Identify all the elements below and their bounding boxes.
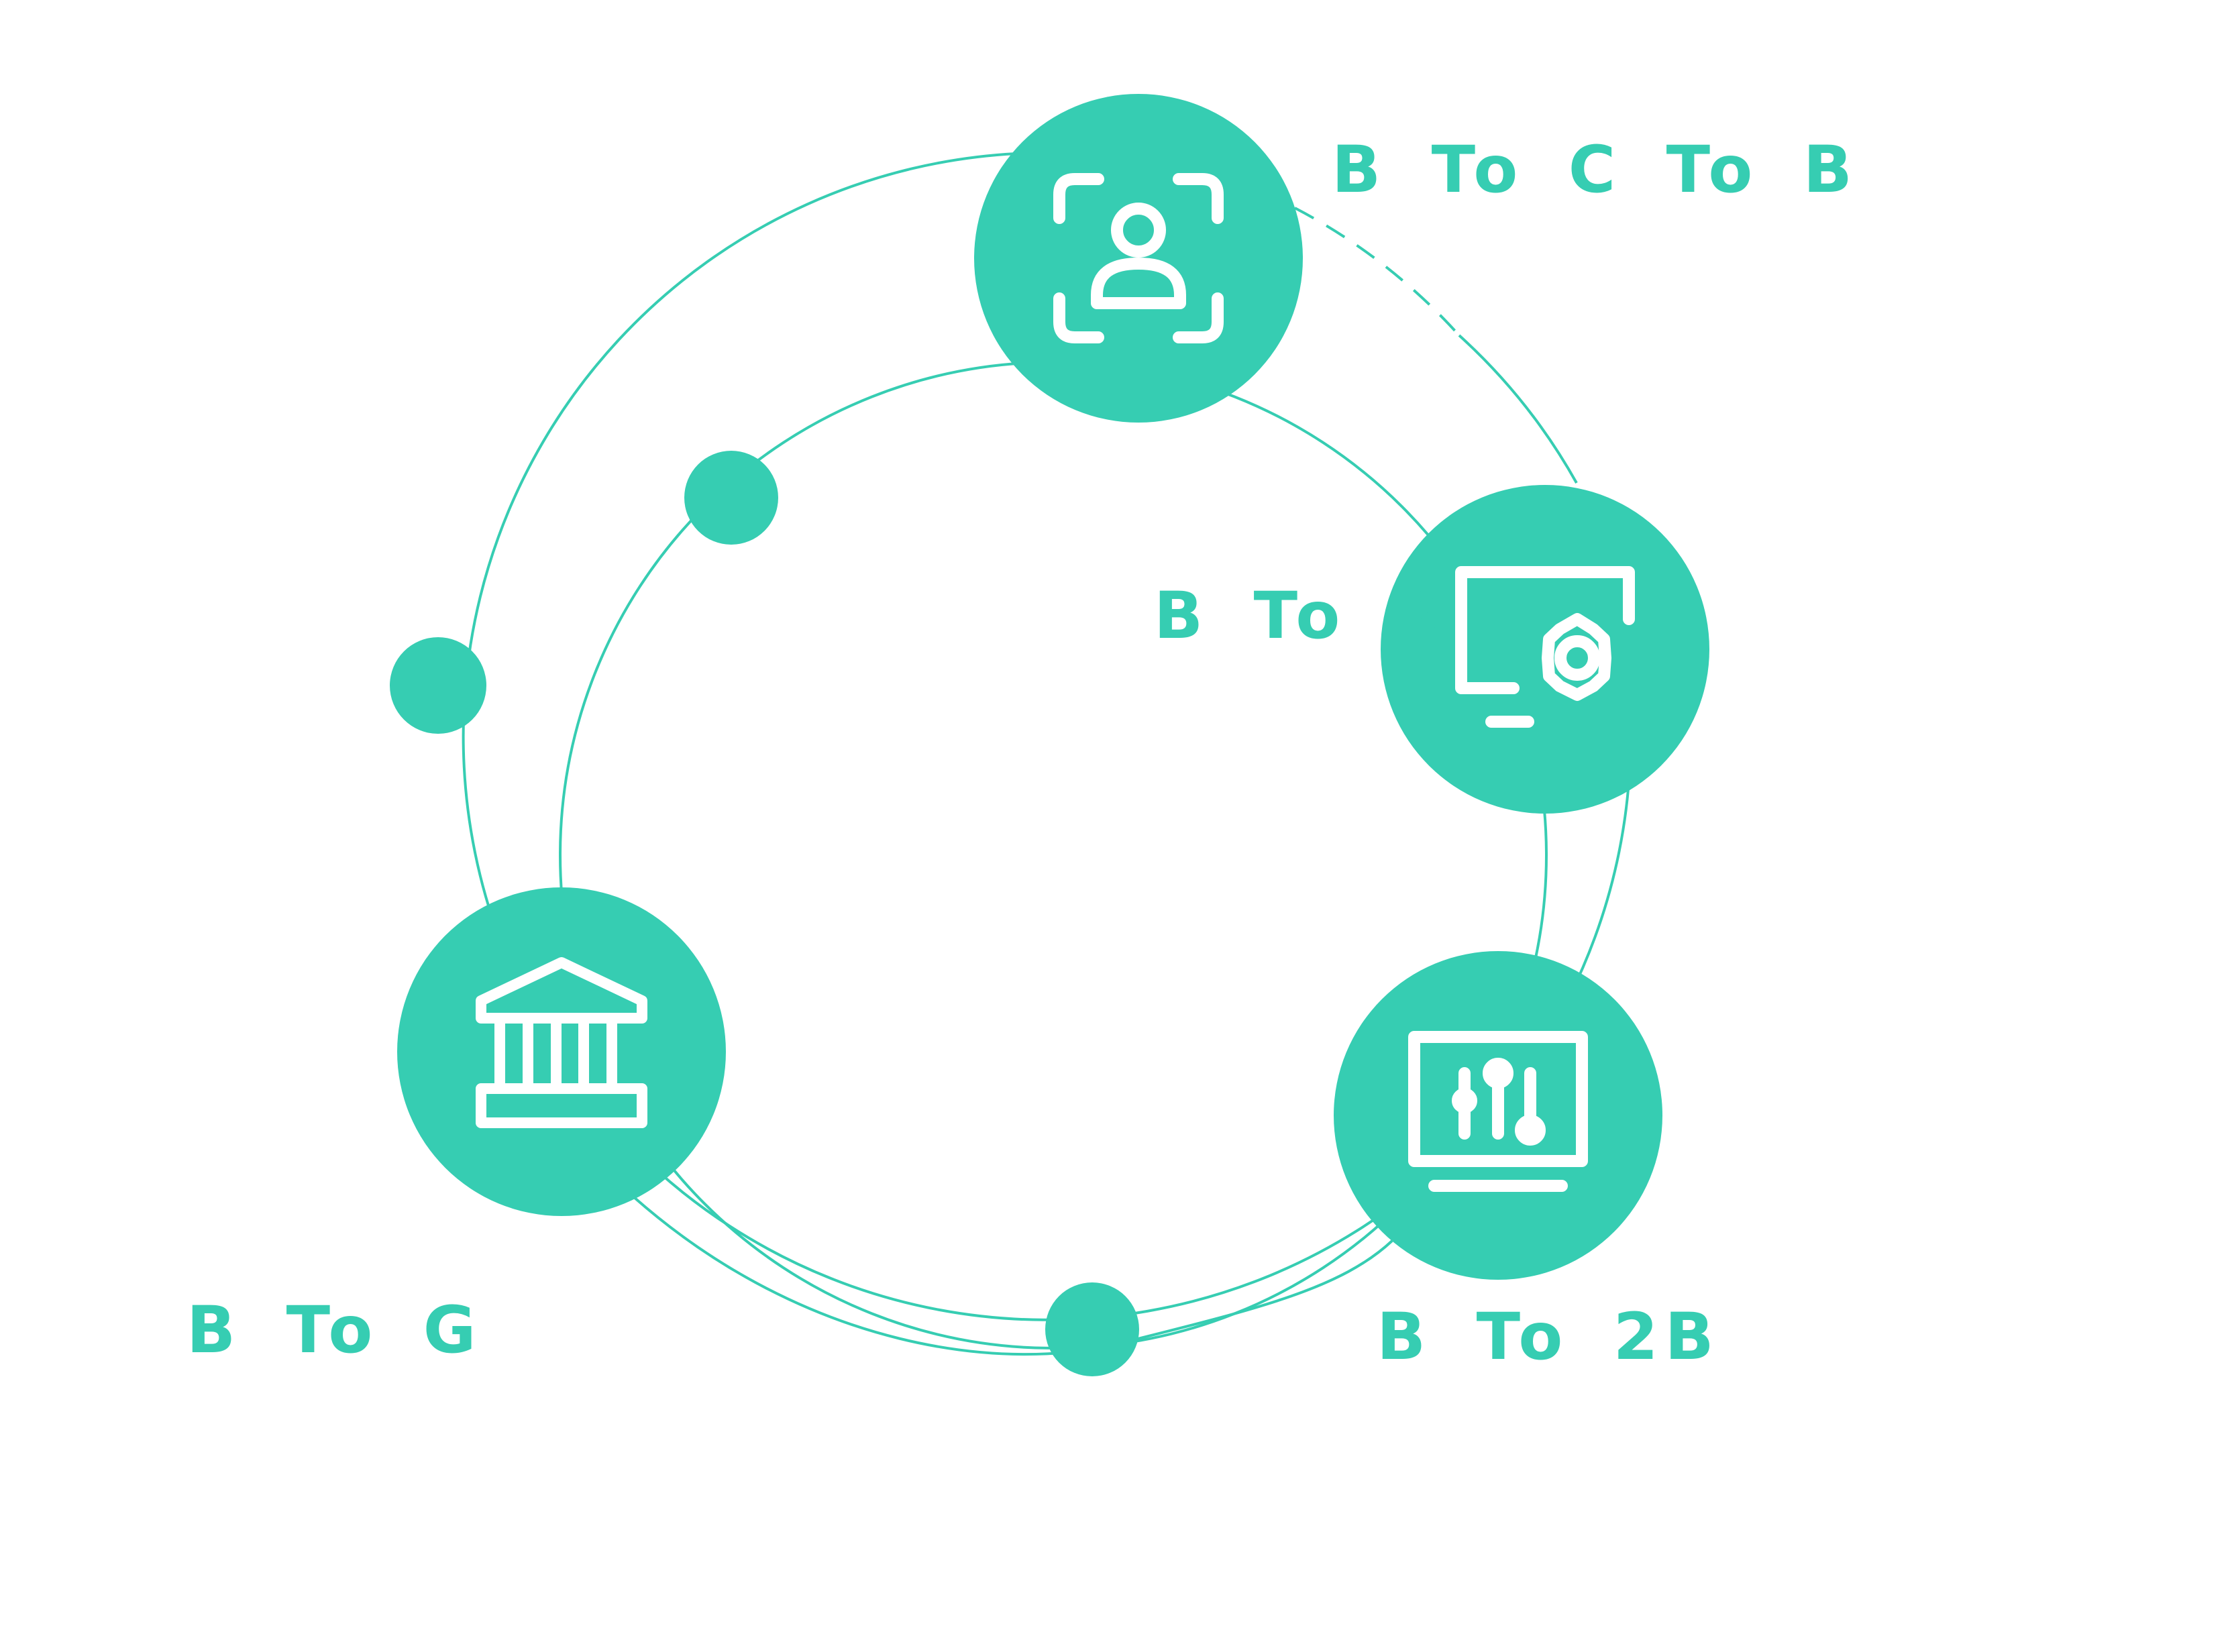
label-b-to-c-to-b: B To C To B bbox=[1332, 132, 1859, 207]
node-b22b bbox=[1334, 951, 1662, 1280]
label-b-to-g: B To G bbox=[187, 1292, 483, 1368]
person-scan-icon bbox=[1053, 173, 1224, 343]
node-b2b bbox=[1381, 485, 1709, 814]
outer-ring-upper-right bbox=[1458, 334, 1578, 484]
monitor-sliders-icon bbox=[1408, 1031, 1588, 1192]
ring-dot-bottom bbox=[1045, 1282, 1139, 1376]
label-b-to-b: B To B bbox=[1154, 578, 1446, 653]
lower-sweep-arc bbox=[633, 1196, 1393, 1356]
ring-dot-left bbox=[390, 637, 486, 734]
node-b2g bbox=[397, 887, 726, 1216]
outer-ring-dashed-segment bbox=[1294, 207, 1460, 337]
monitor-gear-icon bbox=[1455, 566, 1635, 728]
label-b-to-2b: B To 2B bbox=[1377, 1299, 1721, 1374]
government-building-icon bbox=[476, 957, 647, 1128]
node-b2c2b bbox=[974, 94, 1303, 423]
ring-dot-upper-left bbox=[684, 451, 778, 545]
